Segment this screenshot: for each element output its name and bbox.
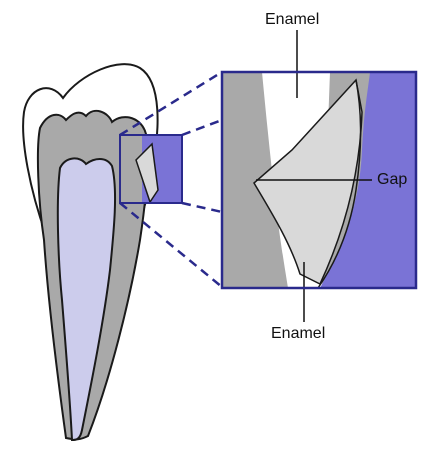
label-gap: Gap bbox=[377, 172, 407, 188]
label-enamel-bottom: Enamel bbox=[271, 326, 325, 342]
label-enamel-top: Enamel bbox=[265, 12, 319, 28]
